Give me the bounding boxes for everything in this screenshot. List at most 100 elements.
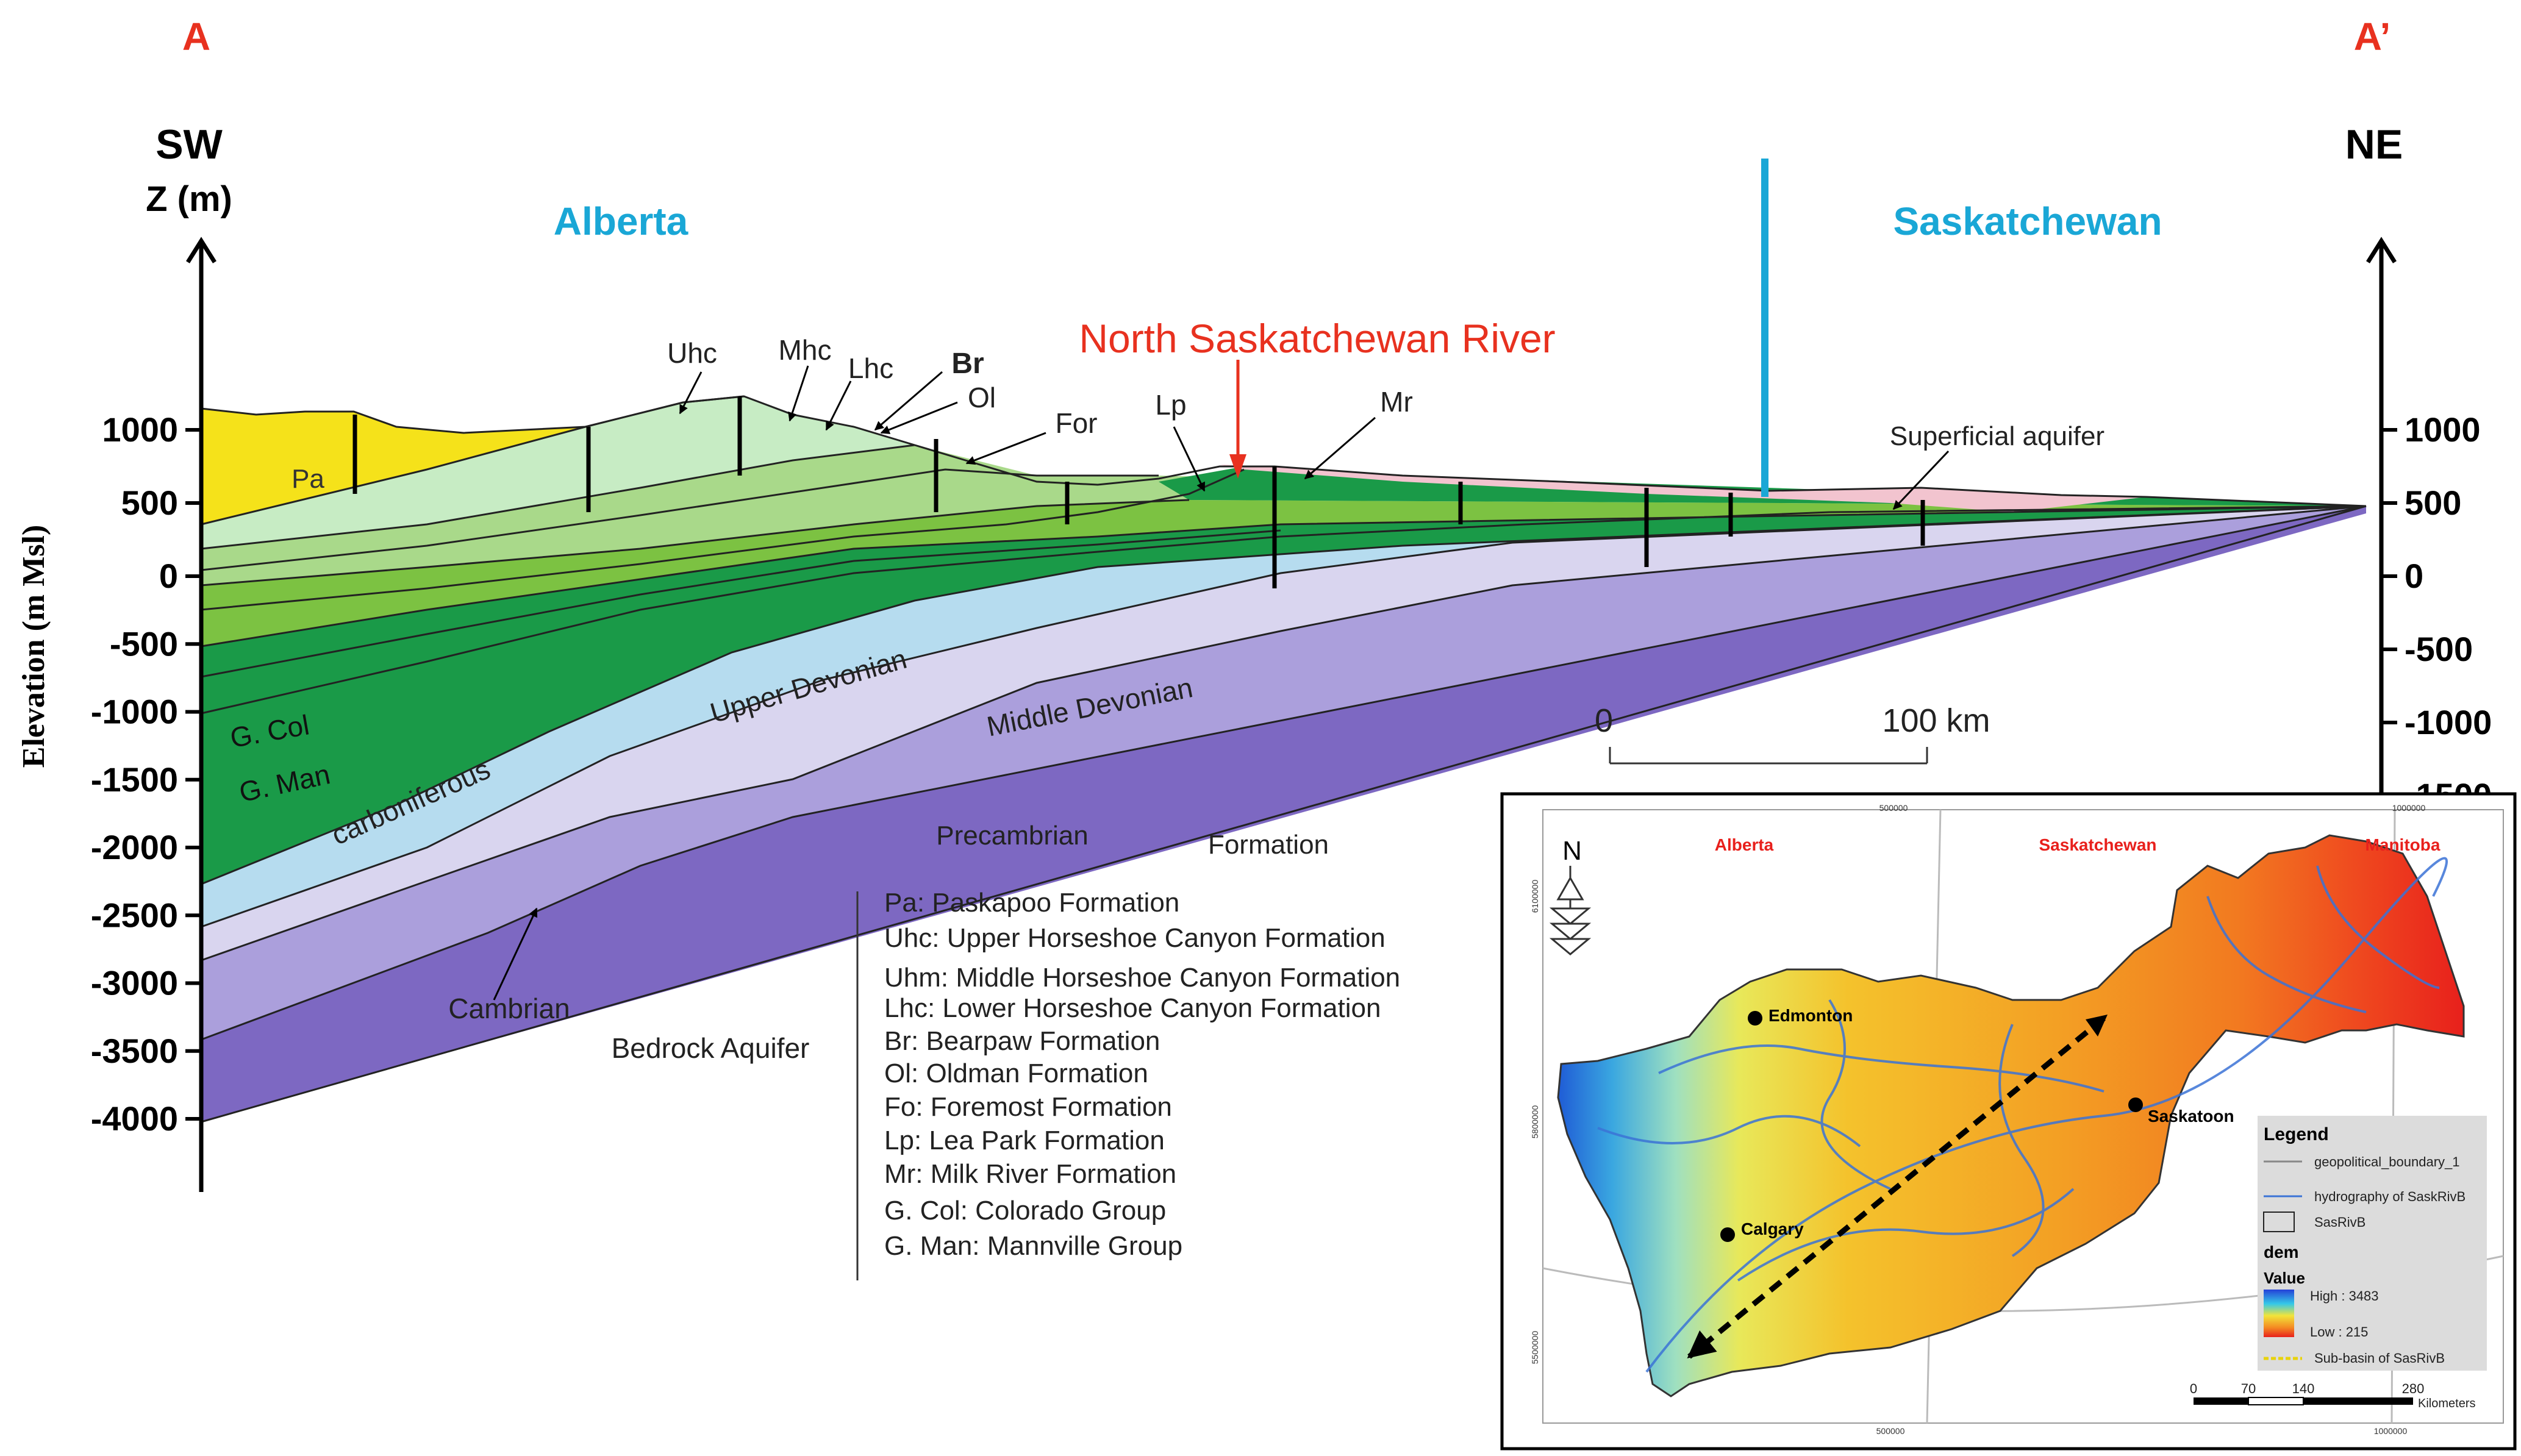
north-arrow bbox=[1549, 866, 1592, 955]
y-axis-label: Elevation (m Msl) bbox=[16, 525, 51, 768]
right-tick-marks bbox=[2381, 428, 2397, 798]
grid-bottom-label: 500000 bbox=[1876, 1426, 1905, 1436]
left-axis bbox=[186, 237, 216, 1192]
grid-left-label: 6100000 bbox=[1530, 880, 1540, 913]
left-tick-labels: 1000 500 0 -500 -1000 -1500 -2000 -2500 -3000 -35… bbox=[91, 410, 178, 1138]
basin-swatch bbox=[2263, 1212, 2295, 1232]
inset-legend-item: geopolitical_boundary_1 bbox=[2314, 1154, 2460, 1169]
direction-sw-label: SW bbox=[156, 121, 223, 168]
legend-item: Br: Bearpaw Formation bbox=[884, 1026, 1160, 1056]
dem-basin bbox=[1557, 834, 2465, 1397]
label-lhc: Lhc bbox=[848, 352, 893, 384]
formation-legend: Pa: Paskapoo Formation Uhc: Upper Horses… bbox=[884, 888, 1400, 1261]
inset-scale-unit: Kilometers bbox=[2418, 1397, 2475, 1410]
inset-map: N Alberta Saskatchewan Manitoba Edmonton… bbox=[1500, 792, 2517, 1451]
city-edmonton: Edmonton bbox=[1768, 1006, 1853, 1025]
legend-item: G. Col: Colorado Group bbox=[884, 1196, 1166, 1226]
right-tick-label: 1000 bbox=[2405, 410, 2481, 449]
inset-legend-box bbox=[2258, 1116, 2487, 1371]
inset-legend-item: hydrography of SaskRivB bbox=[2314, 1189, 2466, 1204]
formation-pointers bbox=[493, 365, 1950, 1001]
left-tick-label: -1000 bbox=[91, 693, 178, 731]
label-uhc: Uhc bbox=[667, 337, 717, 369]
label-br: Br bbox=[951, 348, 984, 380]
z-unit-label: Z (m) bbox=[146, 179, 232, 219]
inset-legend-item: SasRivB bbox=[2314, 1215, 2365, 1230]
legend-item: Lp: Lea Park Formation bbox=[884, 1126, 1165, 1155]
city-markers bbox=[1720, 1011, 2143, 1242]
label-formation: Formation bbox=[1208, 830, 1329, 860]
right-axis bbox=[2366, 237, 2397, 799]
dem-color-ramp bbox=[2264, 1290, 2294, 1337]
dem-low-label: Low : 215 bbox=[2310, 1324, 2368, 1340]
left-tick-label: -3500 bbox=[91, 1032, 178, 1070]
province-saskatchewan-label: Saskatchewan bbox=[1893, 199, 2162, 243]
right-tick-label: 500 bbox=[2405, 484, 2461, 522]
legend-item: Ol: Oldman Formation bbox=[884, 1058, 1148, 1088]
inset-scale-tick: 70 bbox=[2241, 1381, 2256, 1396]
label-bedrock-aquifer: Bedrock Aquifer bbox=[612, 1032, 810, 1064]
left-tick-marks bbox=[185, 428, 201, 1121]
layer-carboniferous bbox=[201, 506, 2366, 927]
legend-item: G. Man: Mannville Group bbox=[884, 1231, 1182, 1261]
right-tick-label: 0 bbox=[2405, 557, 2423, 595]
label-pa: Pa bbox=[291, 464, 324, 494]
left-tick-label: -2000 bbox=[91, 828, 178, 866]
layer-superficial bbox=[1220, 465, 2147, 512]
legend-item: Uhm: Middle Horseshoe Canyon Formation bbox=[884, 963, 1400, 993]
left-tick-label: -4000 bbox=[91, 1099, 178, 1138]
label-ol: Ol bbox=[968, 382, 996, 413]
river-arrow-head bbox=[1229, 454, 1246, 479]
layer-upper-devonian bbox=[201, 506, 2366, 960]
legend-item: Fo: Foremost Formation bbox=[884, 1092, 1172, 1122]
grid-top-label: 500000 bbox=[1879, 803, 1908, 813]
section-end-label: A’ bbox=[2354, 15, 2390, 59]
city-calgary: Calgary bbox=[1741, 1219, 1804, 1238]
inset-dem-label: dem bbox=[2264, 1243, 2299, 1262]
layer-boundaries bbox=[201, 395, 2367, 1123]
section-line-arrow bbox=[1687, 1016, 2106, 1359]
grid-left-label: 5800000 bbox=[1530, 1105, 1540, 1139]
label-lp: Lp bbox=[1155, 389, 1186, 421]
inset-scale-bar bbox=[2194, 1397, 2413, 1405]
scale-bar bbox=[1609, 747, 1928, 765]
inset-scale-tick: 140 bbox=[2292, 1381, 2315, 1396]
left-tick-label: -500 bbox=[110, 624, 178, 663]
left-tick-label: -2500 bbox=[91, 896, 178, 934]
label-mhc: Mhc bbox=[779, 334, 832, 366]
north-label: N bbox=[1562, 836, 1582, 866]
layer-green-light bbox=[201, 445, 2366, 585]
river-label: North Saskatchewan River bbox=[1079, 316, 1555, 361]
label-cambrian: Cambrian bbox=[448, 993, 570, 1024]
label-superficial-aquifer: Superficial aquifer bbox=[1890, 421, 2104, 451]
dem-high-label: High : 3483 bbox=[2310, 1288, 2379, 1304]
right-tick-label: -500 bbox=[2405, 630, 2473, 668]
legend-item: Mr: Milk River Formation bbox=[884, 1159, 1176, 1189]
direction-ne-label: NE bbox=[2345, 121, 2403, 168]
left-tick-label: 1000 bbox=[102, 410, 178, 449]
province-alberta-label: Alberta bbox=[554, 199, 688, 243]
section-start-label: A bbox=[182, 15, 210, 59]
layer-green-mid bbox=[201, 500, 2366, 646]
label-mr: Mr bbox=[1380, 386, 1413, 418]
left-tick-label: 500 bbox=[121, 484, 178, 522]
grid-top-label: 1000000 bbox=[2392, 803, 2426, 813]
inset-value-label: Value bbox=[2264, 1269, 2305, 1287]
left-tick-label: -1500 bbox=[91, 760, 178, 799]
inset-province-manitoba: Manitoba bbox=[2365, 835, 2441, 854]
scale-start-label: 0 bbox=[1595, 702, 1613, 739]
left-tick-label: 0 bbox=[159, 557, 178, 595]
layer-colorado bbox=[201, 506, 2366, 713]
legend-item: Uhc: Upper Horseshoe Canyon Formation bbox=[884, 923, 1386, 953]
legend-item: Pa: Paskapoo Formation bbox=[884, 888, 1179, 918]
left-tick-label: -3000 bbox=[91, 964, 178, 1002]
faults bbox=[352, 396, 1925, 588]
grid-left-label: 5500000 bbox=[1530, 1331, 1540, 1365]
inset-scale-tick: 0 bbox=[2190, 1381, 2197, 1396]
layer-paskapoo bbox=[201, 409, 585, 524]
label-precambrian: Precambrian bbox=[936, 821, 1088, 851]
grid-bottom-label: 1000000 bbox=[2374, 1426, 2408, 1436]
inset-province-alberta: Alberta bbox=[1715, 835, 1774, 854]
